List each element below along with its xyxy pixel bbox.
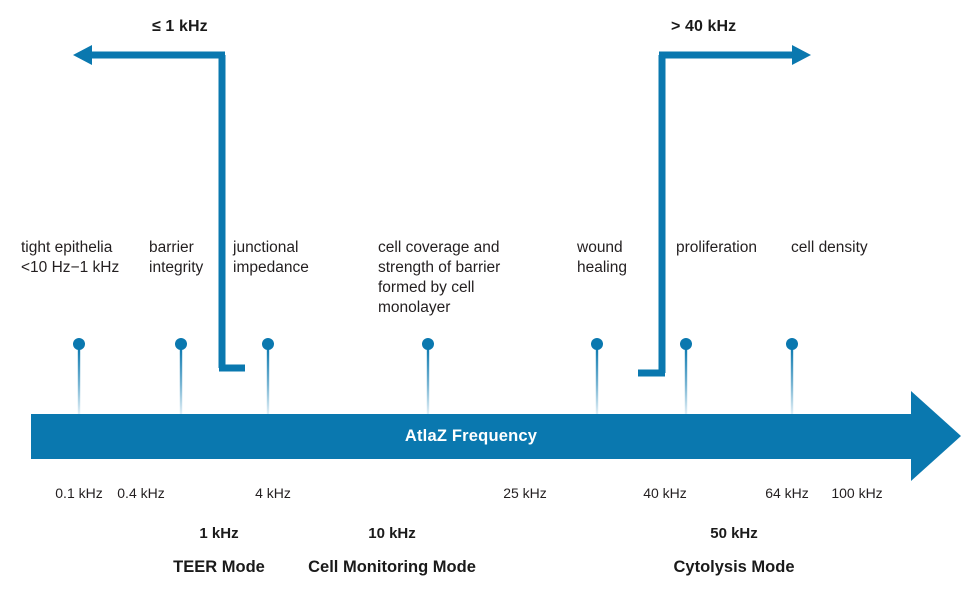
- descriptor-cell-coverage: cell coverage and strength of barrier fo…: [378, 239, 501, 316]
- descriptor-barrier-integrity: barrier integrity: [149, 239, 204, 276]
- descriptor-wound-healing: wound healing: [577, 239, 627, 276]
- tick-label-0-4-khz: 0.4 kHz: [117, 485, 165, 501]
- descriptor-cell-density: cell density: [791, 239, 868, 256]
- tick-label-40-khz: 40 kHz: [643, 485, 687, 501]
- tick-label-0-1-khz: 0.1 kHz: [55, 485, 103, 501]
- descriptor-tight-epithelia: tight epithelia <10 Hz−1 kHz: [21, 239, 120, 276]
- low-frequency-bracket: [73, 45, 245, 372]
- pin-marker-40-khz: [591, 338, 603, 415]
- pin-marker-0-1-khz: [73, 338, 85, 415]
- pin-marker-0-4-khz: [175, 338, 187, 415]
- mode-name-teer: TEER Mode: [173, 558, 265, 576]
- mode-frequency-cell-monitoring: 10 kHz: [368, 525, 416, 542]
- pin-marker-4-khz: [262, 338, 274, 415]
- pin-marker-25-khz: [422, 338, 434, 415]
- tick-label-64-khz: 64 kHz: [765, 485, 809, 501]
- high-frequency-bracket: [638, 45, 811, 377]
- pin-marker-100-khz: [786, 338, 798, 415]
- descriptor-junctional-impedance: junctional impedance: [233, 239, 309, 276]
- frequency-axis-arrow: [31, 391, 961, 481]
- descriptor-proliferation: proliferation: [676, 239, 757, 256]
- mode-name-cell-monitoring: Cell Monitoring Mode: [308, 558, 476, 576]
- range-label-low: ≤ 1 kHz: [152, 18, 208, 35]
- tick-label-25-khz: 25 kHz: [503, 485, 547, 501]
- pin-marker-64-khz: [680, 338, 692, 415]
- mode-name-cytolysis: Cytolysis Mode: [673, 558, 795, 576]
- range-label-high: > 40 kHz: [671, 18, 737, 35]
- mode-frequency-teer: 1 kHz: [199, 525, 239, 542]
- tick-label-4-khz: 4 kHz: [255, 485, 291, 501]
- mode-frequency-cytolysis: 50 kHz: [710, 525, 758, 542]
- pin-marker-group: [73, 338, 798, 415]
- tick-label-100-khz: 100 kHz: [831, 485, 883, 501]
